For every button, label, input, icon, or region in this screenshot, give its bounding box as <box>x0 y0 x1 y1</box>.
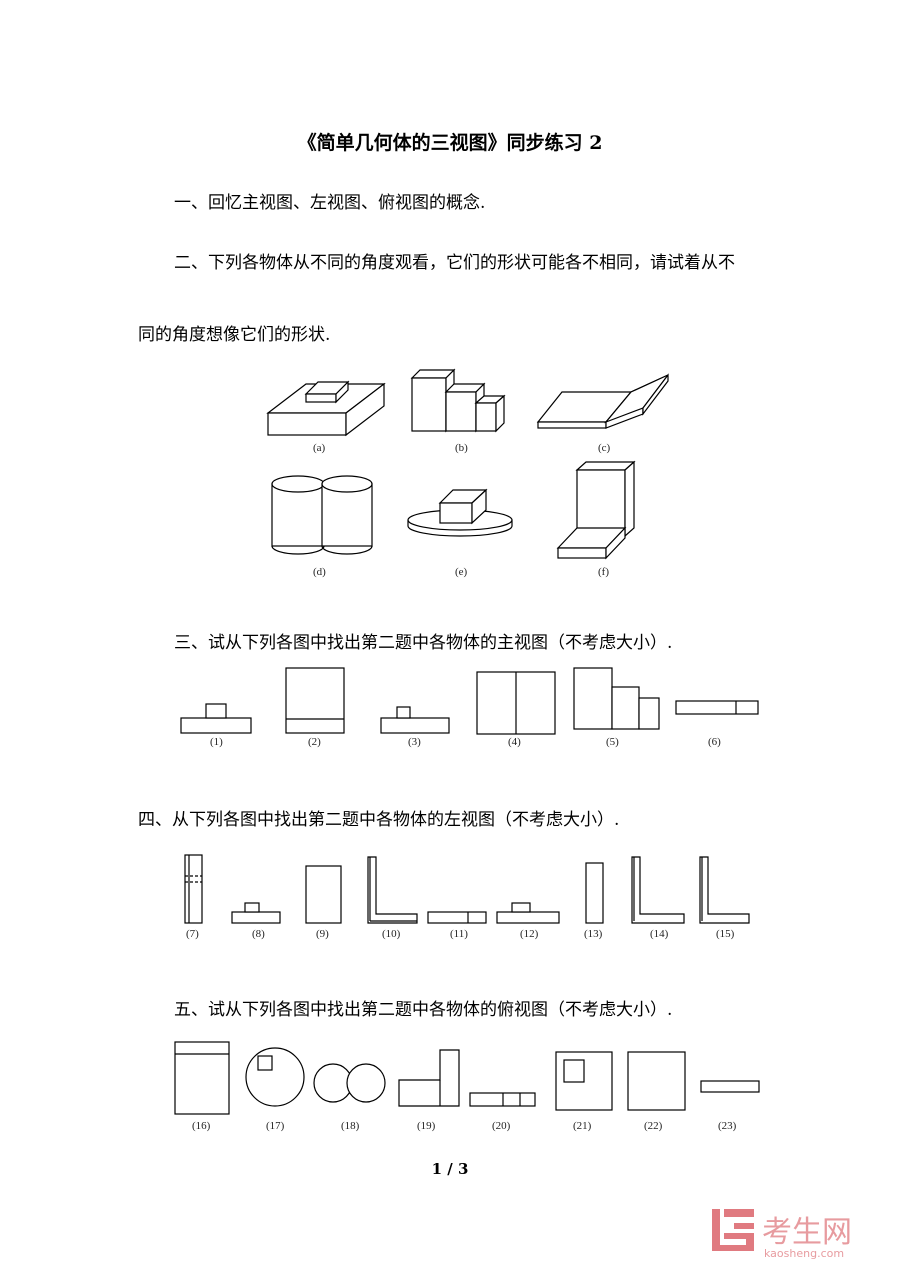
left-view-15 <box>699 856 750 924</box>
front-view-3 <box>380 706 450 734</box>
label-a: (a) <box>313 442 326 454</box>
front-view-1 <box>180 703 252 734</box>
top-view-17 <box>245 1047 305 1107</box>
question-3: 三、试从下列各图中找出第二题中各物体的主视图（不考虑大小）. <box>174 633 673 653</box>
watermark-site: kaosheng.com <box>764 1247 845 1260</box>
question-2-line-1: 二、下列各物体从不同的角度观看，它们的形状可能各不相同，请试着从不 <box>174 253 735 273</box>
label-13: (13) <box>584 928 603 940</box>
label-c: (c) <box>598 442 611 454</box>
label-6: (6) <box>708 736 721 748</box>
front-view-5 <box>573 667 660 730</box>
watermark-logo-icon <box>712 1209 754 1251</box>
label-17: (17) <box>266 1120 285 1132</box>
watermark: 考生网 kaosheng.com <box>710 1205 870 1265</box>
label-7: (7) <box>186 928 199 940</box>
front-view-6 <box>675 700 759 715</box>
label-14: (14) <box>650 928 669 940</box>
question-5: 五、试从下列各图中找出第二题中各物体的俯视图（不考虑大小）. <box>174 1000 673 1020</box>
label-e: (e) <box>455 566 468 578</box>
left-view-9 <box>305 865 342 924</box>
page-number: 1 / 3 <box>431 1160 469 1178</box>
top-view-20 <box>469 1092 536 1107</box>
object-f <box>556 460 636 560</box>
top-view-19 <box>398 1049 460 1107</box>
label-16: (16) <box>192 1120 211 1132</box>
front-view-2 <box>285 667 345 734</box>
left-view-11 <box>427 911 487 924</box>
question-1: 一、回忆主视图、左视图、俯视图的概念. <box>174 193 486 213</box>
label-2: (2) <box>308 736 321 748</box>
label-5: (5) <box>606 736 619 748</box>
object-d <box>271 475 373 555</box>
label-b: (b) <box>455 442 468 454</box>
left-view-14 <box>631 856 685 924</box>
left-view-10 <box>367 856 418 924</box>
page-title: 《简单几何体的三视图》同步练习 2 <box>297 132 603 154</box>
object-b <box>410 368 506 433</box>
top-view-18 <box>313 1063 386 1103</box>
object-e <box>407 488 513 537</box>
left-view-7 <box>184 854 203 924</box>
left-view-8 <box>231 902 281 924</box>
label-f: (f) <box>598 566 609 578</box>
front-view-4 <box>476 671 556 735</box>
left-view-12 <box>496 902 560 924</box>
label-9: (9) <box>316 928 329 940</box>
question-2-line-2: 同的角度想像它们的形状. <box>138 325 331 345</box>
top-view-21 <box>555 1051 613 1111</box>
label-1: (1) <box>210 736 223 748</box>
label-20: (20) <box>492 1120 511 1132</box>
label-4: (4) <box>508 736 521 748</box>
label-22: (22) <box>644 1120 663 1132</box>
label-19: (19) <box>417 1120 436 1132</box>
top-view-16 <box>174 1041 230 1115</box>
top-view-22 <box>627 1051 686 1111</box>
label-12: (12) <box>520 928 539 940</box>
label-21: (21) <box>573 1120 592 1132</box>
label-18: (18) <box>341 1120 360 1132</box>
top-view-23 <box>700 1080 760 1093</box>
label-d: (d) <box>313 566 326 578</box>
label-11: (11) <box>450 928 468 940</box>
object-c <box>536 373 669 429</box>
label-8: (8) <box>252 928 265 940</box>
label-10: (10) <box>382 928 401 940</box>
watermark-brand: 考生网 <box>762 1215 852 1250</box>
question-4: 四、从下列各图中找出第二题中各物体的左视图（不考虑大小）. <box>138 810 620 830</box>
label-15: (15) <box>716 928 735 940</box>
label-23: (23) <box>718 1120 737 1132</box>
label-3: (3) <box>408 736 421 748</box>
object-a <box>266 380 386 437</box>
left-view-13 <box>585 862 604 924</box>
